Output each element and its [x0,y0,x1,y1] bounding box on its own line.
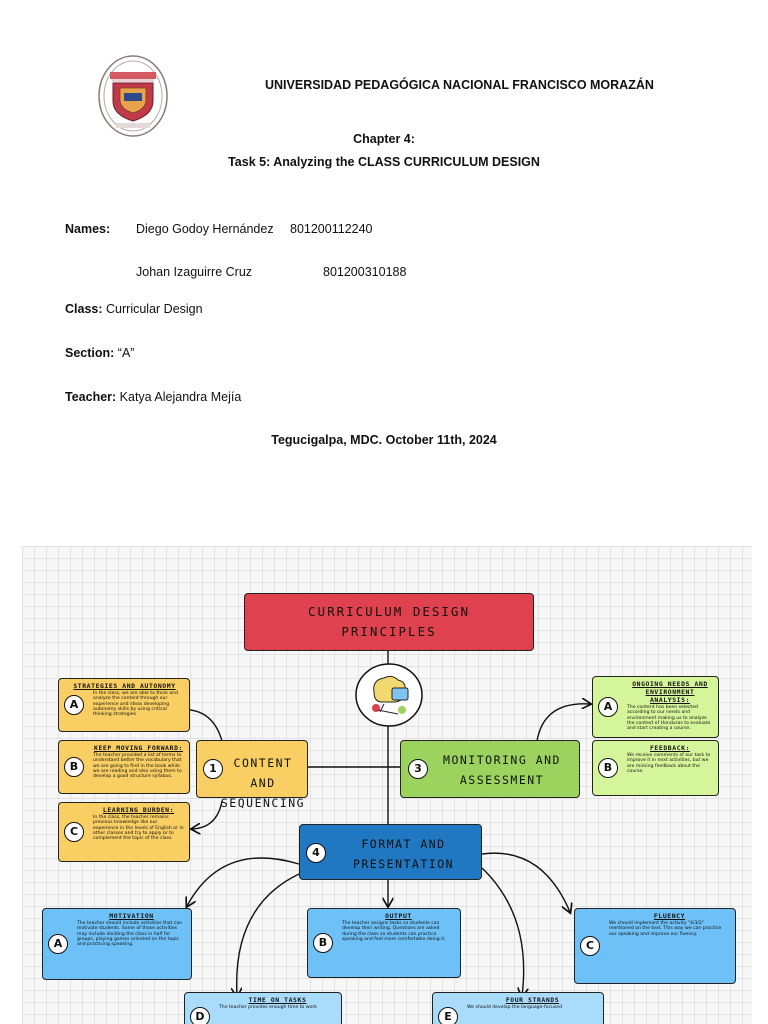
chapter-label: Chapter 4: [353,132,415,146]
output-box: B OUTPUT The teacher assigns tasks so st… [307,908,461,978]
content-line1: CONTENT AND [233,756,293,790]
content-sequencing-box: CONTENT AND SEQUENCING [196,740,308,810]
principles-title-line1: CURRICULUM DESIGN [308,604,470,619]
content-number-badge: 1 [203,759,223,779]
keep-moving-text: The teacher provided a list of terms to … [93,753,182,780]
task-title: Task 5: Analyzing the CLASS CURRICULUM D… [228,155,540,169]
output-title: OUTPUT [385,912,412,920]
student1-name: Diego Godoy Hernández [136,222,274,236]
four-strands-letter-badge: E [438,1007,458,1024]
section-value: “A” [117,346,135,360]
time-on-tasks-letter-badge: D [190,1007,210,1024]
student2-id: 801200310188 [323,265,407,279]
principles-title-box: CURRICULUM DESIGN PRINCIPLES [244,593,534,651]
monitoring-number-badge: 3 [408,759,428,779]
learning-burden-box: C LEARNING BURDEN: In the class, the tea… [58,802,190,862]
section-label: Section: [65,346,115,360]
output-text: The teacher assigns tasks so students ca… [342,921,446,942]
monitoring-line2: ASSESSMENT [459,773,545,787]
strategies-title: STRATEGIES AND AUTONOMY [73,682,176,690]
teacher-line: Teacher: Katya Alejandra Mejía [65,390,241,404]
motivation-letter-badge: A [48,934,68,954]
university-name: UNIVERSIDAD PEDAGÓGICA NACIONAL FRANCISC… [265,78,654,92]
names-label: Names: [65,222,111,236]
monitoring-line1: MONITORING AND [443,753,561,767]
student2-name: Johan Izaguirre Cruz [136,265,253,279]
strategies-autonomy-box: A STRATEGIES AND AUTONOMY In the class, … [58,678,190,732]
motivation-text: The teacher should include activities th… [77,921,183,948]
keep-moving-letter-badge: B [64,757,84,777]
ongoing-needs-box: A ONGOING NEEDS AND ENVIRONMENT ANALYSIS… [592,676,719,738]
feedback-box: B FEEDBACK: We receive comments of our t… [592,740,719,796]
format-line2: PRESENTATION [352,857,455,871]
student1-id: 801200112240 [290,222,373,236]
time-on-tasks-text: The teacher provides enough time to work [219,1005,317,1010]
section-line: Section: “A” [65,346,134,360]
time-on-tasks-title: TIME ON TASKS [248,996,307,1004]
feedback-letter-badge: B [598,758,618,778]
teacher-label: Teacher: [65,390,117,404]
four-strands-text: We should develop the language-focused [467,1005,563,1010]
ongoing-letter-badge: A [598,697,618,717]
format-number-badge: 4 [306,843,326,863]
four-strands-title: FOUR STRANDS [505,996,560,1004]
teacher-value: Katya Alejandra Mejía [119,390,242,404]
fluency-title: FLUENCY [653,912,686,920]
place-date: Tegucigalpa, MDC. October 11th, 2024 [271,433,497,447]
university-seal-icon [98,55,168,137]
strategies-text: In the class, we are able to think and a… [93,691,179,718]
class-label: Class: [65,302,103,316]
curriculum-mind-map: CURRICULUM DESIGN PRINCIPLES CONTENT AND… [22,546,752,1024]
format-presentation-box: FORMAT AND PRESENTATION [299,824,482,880]
feedback-title: FEEDBACK: [649,744,691,752]
feedback-text: We receive comments of our task to impro… [627,753,711,774]
time-on-tasks-box: D TIME ON TASKS The teacher provides eno… [184,992,342,1024]
four-strands-box: E FOUR STRANDS We should develop the lan… [432,992,604,1024]
keep-moving-box: B KEEP MOVING FORWARD: The teacher provi… [58,740,190,794]
ongoing-title: ONGOING NEEDS AND ENVIRONMENT ANALYSIS: [632,680,708,704]
learning-burden-title: LEARNING BURDEN: [102,806,175,814]
fluency-letter-badge: C [580,936,600,956]
monitoring-assessment-box: MONITORING AND ASSESSMENT [400,740,580,798]
motivation-title: MOTIVATION [109,912,154,920]
format-line1: FORMAT AND [361,837,446,851]
learning-burden-letter-badge: C [64,822,84,842]
keep-moving-title: KEEP MOVING FORWARD: [94,744,183,752]
ongoing-text: The content has been selected according … [627,705,711,732]
learning-burden-text: In the class, the teacher remains previo… [93,815,184,842]
principles-title-line2: PRINCIPLES [341,624,437,639]
strategies-letter-badge: A [64,695,84,715]
class-value: Curricular Design [106,302,203,316]
fluency-text: We should implement the activity "4/3/2"… [609,921,722,937]
content-line2: SEQUENCING [220,796,306,810]
class-line: Class: Curricular Design [65,302,203,316]
brain-network-icon [355,663,423,727]
fluency-box: C FLUENCY We should implement the activi… [574,908,736,984]
output-letter-badge: B [313,933,333,953]
motivation-box: A MOTIVATION The teacher should include … [42,908,192,980]
